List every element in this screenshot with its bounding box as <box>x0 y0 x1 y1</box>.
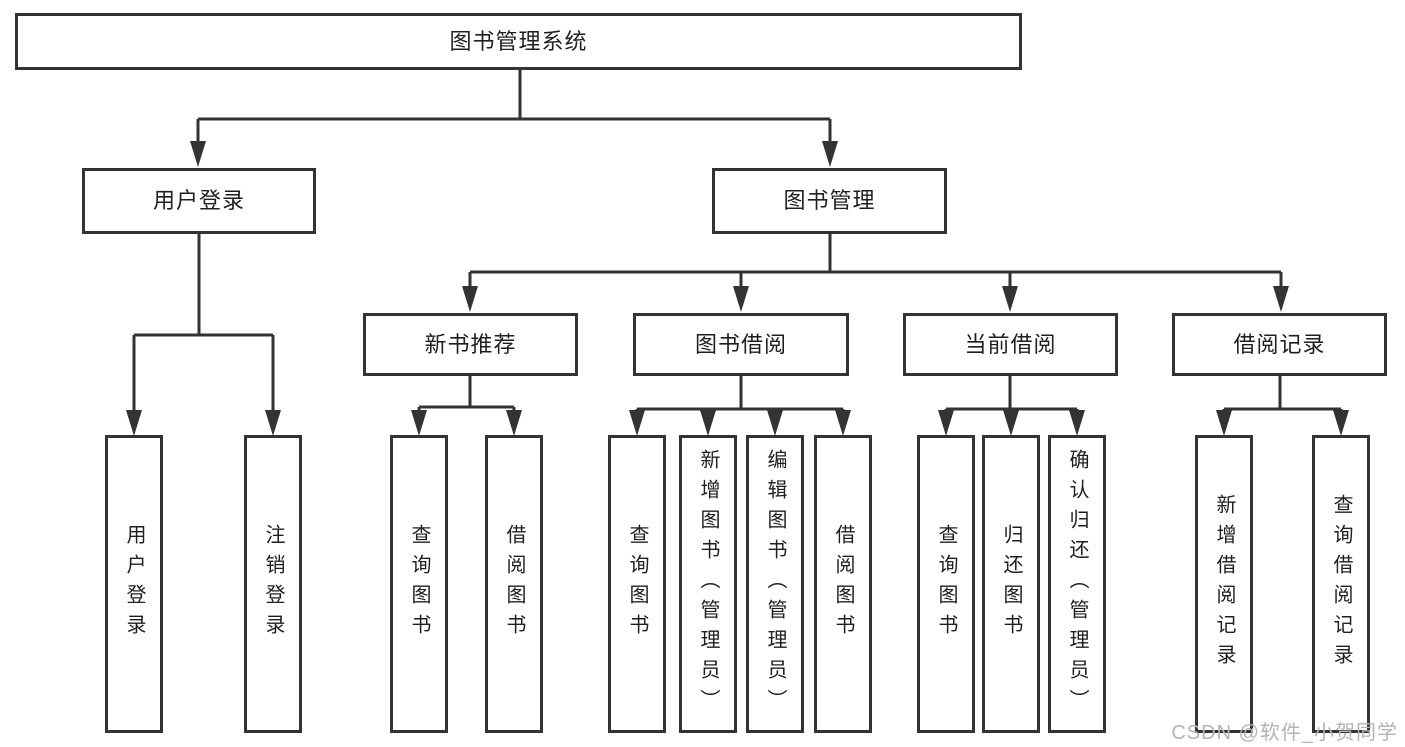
watermark: CSDN @软件_小贺同学 <box>1171 722 1398 744</box>
arrowhead <box>733 286 749 312</box>
leaf-return-book-label: 归还图书 <box>1000 524 1022 644</box>
leaf-edit-book-admin-label: 编辑图书（管理员） <box>764 449 786 719</box>
node-book-management-label: 图书管理 <box>783 188 876 213</box>
arrowhead <box>1002 286 1018 312</box>
leaf-borrow-books-1-label: 借阅图书 <box>503 524 525 644</box>
node-book-borrowing-label: 图书借阅 <box>694 331 787 357</box>
leaf-user-login: 用户登录 <box>105 435 163 733</box>
leaf-query-borrow-record: 查询借阅记录 <box>1312 435 1370 733</box>
node-library-system: 图书管理系统 <box>15 13 1022 70</box>
node-borrowing-records-label: 借阅记录 <box>1233 331 1326 357</box>
leaf-borrow-books-2-label: 借阅图书 <box>832 524 854 644</box>
leaf-add-borrow-record-label: 新增借阅记录 <box>1213 494 1235 674</box>
leaf-add-book-admin: 新增图书（管理员） <box>679 435 737 733</box>
arrowhead <box>506 410 522 436</box>
node-new-book-recommend-label: 新书推荐 <box>424 331 517 357</box>
node-user-login-label: 用户登录 <box>152 188 245 213</box>
node-book-management: 图书管理 <box>712 168 947 234</box>
node-user-login: 用户登录 <box>82 168 316 234</box>
leaf-confirm-return-admin: 确认归还（管理员） <box>1048 435 1106 733</box>
arrowhead <box>822 141 838 167</box>
leaf-user-login-label: 用户登录 <box>123 524 145 644</box>
connector-lines <box>132 70 1343 430</box>
leaf-add-borrow-record: 新增借阅记录 <box>1195 435 1253 733</box>
arrowhead <box>1003 410 1019 436</box>
arrowhead <box>1333 410 1349 436</box>
arrowhead <box>1273 286 1289 312</box>
leaf-query-books-1: 查询图书 <box>390 435 448 733</box>
arrowhead <box>1216 410 1232 436</box>
leaf-return-book: 归还图书 <box>982 435 1040 733</box>
leaf-confirm-return-admin-label: 确认归还（管理员） <box>1066 449 1088 719</box>
leaf-borrow-books-1: 借阅图书 <box>485 435 543 733</box>
leaf-query-books-1-label: 查询图书 <box>408 524 430 644</box>
leaf-query-books-3: 查询图书 <box>917 435 975 733</box>
arrowhead <box>411 410 427 436</box>
leaf-logout-label: 注销登录 <box>262 524 284 644</box>
leaf-add-book-admin-label: 新增图书（管理员） <box>697 449 719 719</box>
arrowhead <box>938 410 954 436</box>
leaf-logout: 注销登录 <box>244 435 302 733</box>
leaf-query-books-2-label: 查询图书 <box>626 524 648 644</box>
leaf-query-books-3-label: 查询图书 <box>935 524 957 644</box>
node-current-borrowing-label: 当前借阅 <box>964 331 1057 357</box>
node-current-borrowing: 当前借阅 <box>903 313 1118 376</box>
leaf-edit-book-admin: 编辑图书（管理员） <box>746 435 804 733</box>
leaf-query-books-2: 查询图书 <box>608 435 666 733</box>
arrowhead <box>629 410 645 436</box>
arrowhead <box>190 141 206 167</box>
arrowhead <box>700 410 716 436</box>
arrowhead <box>1069 410 1085 436</box>
arrowhead <box>265 410 281 436</box>
node-borrowing-records: 借阅记录 <box>1172 313 1387 376</box>
arrowhead <box>767 410 783 436</box>
node-book-borrowing: 图书借阅 <box>633 313 849 376</box>
leaf-query-borrow-record-label: 查询借阅记录 <box>1330 494 1352 674</box>
arrowhead <box>126 410 142 436</box>
node-library-system-label: 图书管理系统 <box>449 28 588 54</box>
leaf-borrow-books-2: 借阅图书 <box>814 435 872 733</box>
arrowhead <box>835 410 851 436</box>
arrowhead <box>462 286 478 312</box>
node-new-book-recommend: 新书推荐 <box>363 313 578 376</box>
